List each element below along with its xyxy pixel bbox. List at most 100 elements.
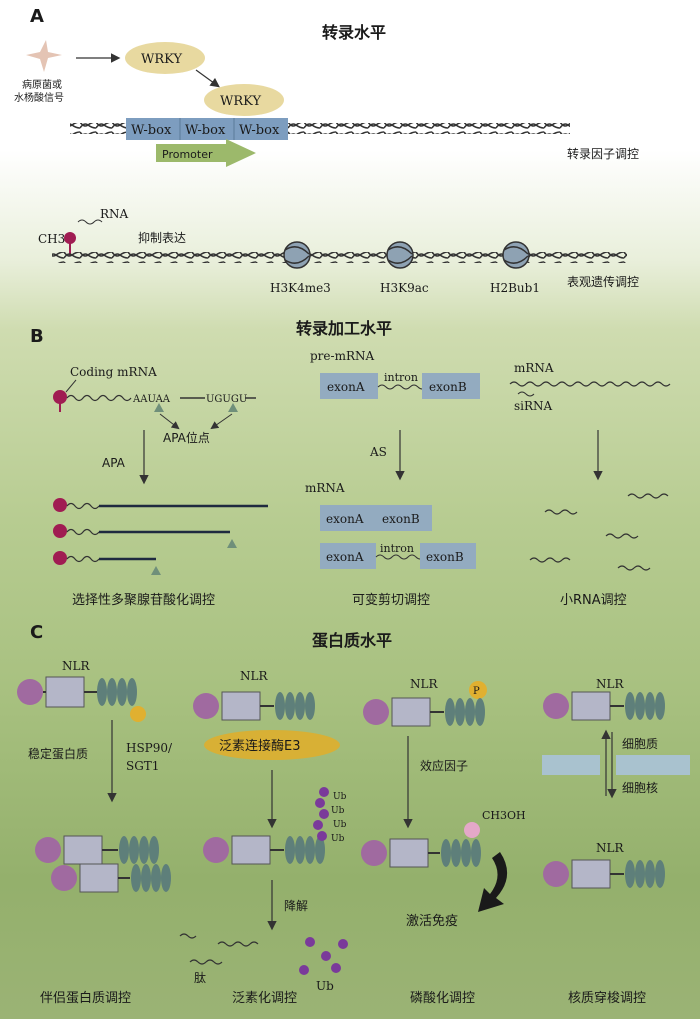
srna-caption: 小RNA调控 [560, 593, 627, 608]
mrna-right-label: mRNA [514, 361, 554, 375]
retained-exonB-box [420, 543, 476, 569]
aauaa-label: AAUAA [132, 394, 171, 405]
promoter-label: Promoter [162, 148, 213, 161]
chaperone-caption: 伴侣蛋白质调控 [40, 990, 131, 1006]
nlr-label-chaperone: NLR [62, 659, 90, 673]
shuttle-caption: 核质穿梭调控 [568, 990, 646, 1006]
section-a-letter: A [30, 6, 44, 27]
apa-label: APA [102, 456, 126, 470]
tf-regulation-label: 转录因子调控 [567, 146, 639, 161]
section-a-title: 转录水平 [322, 23, 386, 42]
sirna-wave [517, 391, 535, 397]
nlr-protein-icon [193, 691, 315, 721]
as-caption: 可变剪切调控 [352, 592, 430, 608]
apa-site-marker [228, 403, 238, 412]
retained-exonB-label: exonB [426, 550, 464, 564]
hsp90-label: HSP90/ [126, 741, 173, 755]
nucleosome-icon [386, 241, 414, 269]
free-ubiquitin-icon [299, 937, 348, 975]
pre-exonA-box [320, 373, 378, 399]
ch3oh-label: CH3OH [482, 809, 526, 822]
e3-label: 泛素连接酶E3 [219, 738, 301, 754]
dna-helix-2 [52, 252, 627, 263]
ub-tag-2: Ub [331, 806, 345, 816]
pre-exonA-label: exonA [327, 380, 365, 394]
nuclear-membrane-left [542, 755, 600, 775]
coding-mrna-label: Coding mRNA [70, 365, 157, 379]
mrna-wave [66, 394, 132, 402]
section-c-letter: C [30, 622, 43, 643]
epigenetic-label: 表观遗传调控 [567, 274, 639, 289]
free-ub-label: Ub [316, 979, 334, 993]
intron-wave [377, 384, 427, 390]
nlr-protein-icon [363, 697, 485, 727]
apa-site-marker [154, 403, 164, 412]
wrky-oval-top [125, 42, 205, 74]
ugugu-label: UGUGU [206, 394, 247, 405]
as-label: AS [369, 445, 387, 459]
hsp90-dot [130, 706, 146, 722]
section-b-title: 转录加工水平 [296, 319, 392, 338]
wbox-3: W-box [239, 123, 280, 138]
nlr-protein-icon [543, 691, 665, 721]
mrna-mid-label: mRNA [305, 481, 345, 495]
ubiquitin-chain-icon [313, 787, 329, 841]
target-mrna-wave [509, 381, 671, 387]
nlr-dimer-icon [35, 835, 171, 893]
ch3-label: CH3 [38, 232, 65, 246]
signal-label-2: 水杨酸信号 [14, 91, 64, 104]
cytoplasm-label: 细胞质 [622, 737, 658, 751]
nlr-nuclear-icon [543, 859, 665, 889]
retained-exonA-box [320, 543, 376, 569]
pre-exonB-box [422, 373, 480, 399]
rna-squiggle [77, 219, 103, 225]
dna-helix-1 [70, 123, 570, 134]
wrky-top-label: WRKY [141, 52, 183, 67]
activate-label: 激活免疫 [406, 913, 458, 929]
apa-caption: 选择性多聚腺苷酸化调控 [72, 592, 215, 608]
histone-mark-3: H2Bub1 [490, 281, 540, 295]
retained-exonA-label: exonA [326, 550, 364, 564]
nlr-protein-icon [17, 676, 137, 708]
spliced-exonB-label: exonB [382, 512, 420, 526]
apa-site-label: APA位点 [163, 430, 210, 445]
ub-tag-3: Ub [333, 820, 347, 830]
degrade-label: 降解 [284, 899, 308, 913]
nlr-label-shuttle-bottom: NLR [596, 841, 624, 855]
section-b-letter: B [30, 326, 44, 347]
nlr-label-ubiq: NLR [240, 669, 268, 683]
promoter-arrow [156, 139, 256, 167]
nlr-phospho-icon [361, 838, 481, 868]
histone-mark-1: H3K4me3 [270, 281, 331, 295]
sgt1-label: SGT1 [126, 759, 159, 773]
nucleus-label: 细胞核 [622, 781, 658, 795]
ubiq-caption: 泛素化调控 [232, 991, 297, 1006]
spliced-exonB-box [376, 505, 432, 531]
nucleosome-icon [283, 241, 311, 269]
nlr-label-shuttle-top: NLR [596, 677, 624, 691]
ub-tag-1: Ub [333, 792, 347, 802]
peptide-label: 肽 [194, 970, 206, 985]
nlr-label-phos: NLR [410, 677, 438, 691]
p-label: P [473, 686, 480, 697]
wbox-region [126, 118, 288, 140]
stabilize-label: 稳定蛋白质 [28, 746, 88, 761]
activation-arrow [478, 852, 508, 912]
mrna-cap-icon [53, 390, 67, 404]
spliced-exonA-label: exonA [326, 512, 364, 526]
wrky-oval-bottom [204, 84, 284, 116]
nucleosome-icon [502, 241, 530, 269]
e3-ligase-oval [204, 730, 340, 760]
apa-product-long [53, 498, 268, 512]
wrky-bottom-label: WRKY [220, 94, 262, 109]
wbox-2: W-box [185, 123, 226, 138]
phos-caption: 磷酸化调控 [410, 991, 475, 1006]
rna-label: RNA [100, 207, 129, 221]
apa-product-short [53, 551, 161, 575]
phosphate-dot [469, 681, 487, 699]
cleaved-rna-fragments [529, 493, 669, 571]
spliced-exonA-box [320, 505, 376, 531]
histone-mark-2: H3K9ac [380, 281, 429, 295]
nlr-ubiquitinated-icon [203, 835, 325, 865]
